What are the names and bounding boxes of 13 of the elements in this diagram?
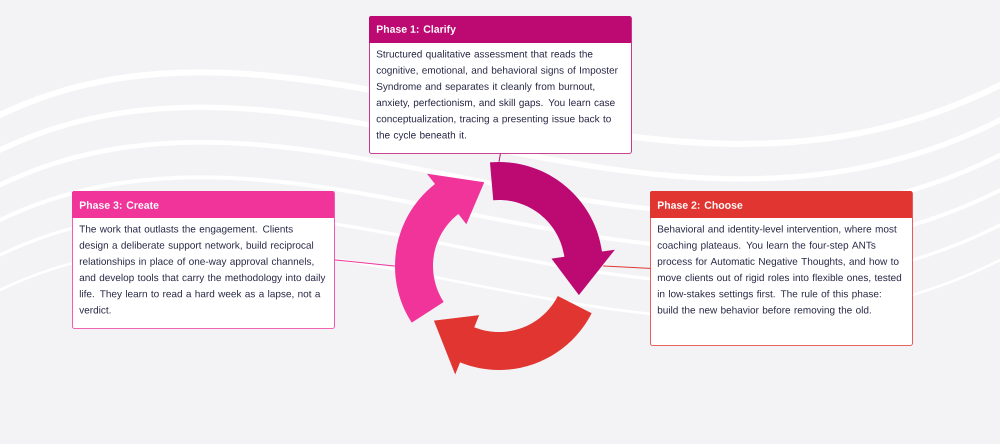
leader-line — [334, 259, 396, 266]
phase-card — [72, 191, 335, 329]
phase-card — [369, 16, 632, 154]
card-heading: Phase 2: Choose — [658, 201, 742, 209]
card-heading: Phase 1: Clarify — [376, 25, 456, 35]
card-text: Behavioral and identity-level intervention, where most coaching plateaus. You learn the four-step ANTs process for Automatic Negative Thoughts, and how to move clients out of rigid roles into flexible ones, tested in low-stakes settings first. The rule of this phase: build the new behavior before removing the old. — [658, 225, 902, 316]
card-text: The work that outlasts the engagement. Clients design a deliberate support network, build reciprocal relationships in place of one-way approval channels, and develop tools that carry the methodology into daily life. They learn to read a hard week as a lapse, not a verdict. — [79, 225, 326, 314]
cycle-arrows-drawing — [395, 162, 615, 374]
leader-line — [498, 153, 501, 162]
card-heading: Phase 3: Create — [80, 201, 159, 209]
card-text: Structured qualitative assessment that reads the cognitive, emotional, and behavioral signs of Imposter Syndrome and separates it cleanly from burnout, anxiety, perfectionism, and skill gaps. You learn case conceptualization, tracing a presenting issue back to the cycle beneath it. — [376, 50, 618, 140]
leader-line — [602, 266, 650, 269]
phase-card — [650, 191, 913, 346]
